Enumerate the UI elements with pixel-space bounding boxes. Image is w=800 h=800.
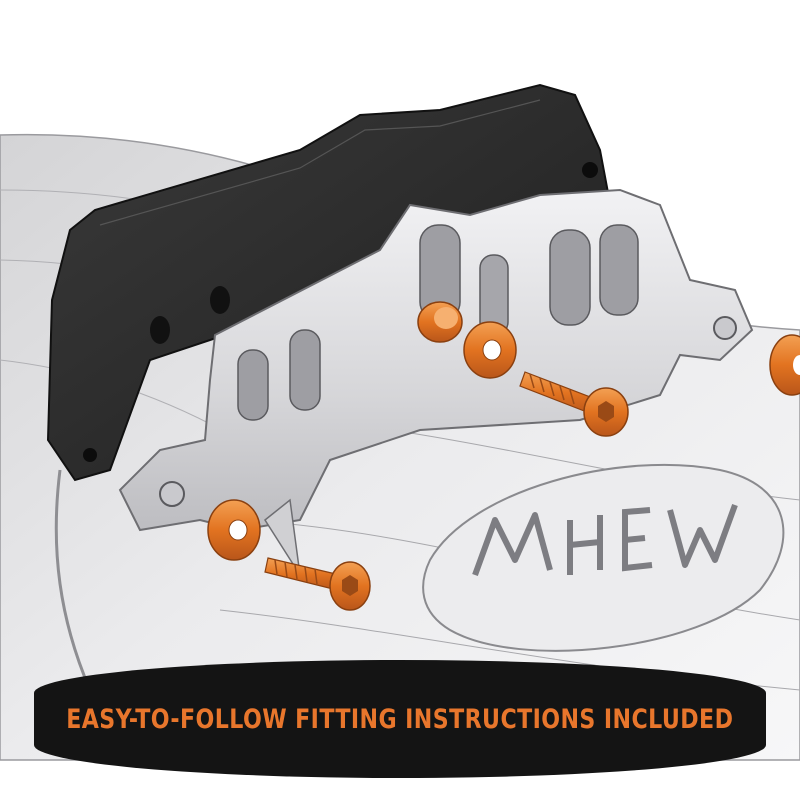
banner-text: EASY-TO-FOLLOW FITTING INSTRUCTIONS INCL… xyxy=(66,703,734,735)
embossed-logo xyxy=(422,463,785,652)
spacer-top xyxy=(417,301,463,343)
washer-top xyxy=(463,321,517,379)
bolt-top xyxy=(519,371,629,437)
washer-bottom xyxy=(207,499,261,561)
washer-right xyxy=(769,334,800,396)
mounting-bracket xyxy=(118,188,754,576)
orange-hardware xyxy=(207,301,800,611)
bolt-bottom xyxy=(264,557,371,611)
instructions-banner: EASY-TO-FOLLOW FITTING INSTRUCTIONS INCL… xyxy=(34,660,766,778)
